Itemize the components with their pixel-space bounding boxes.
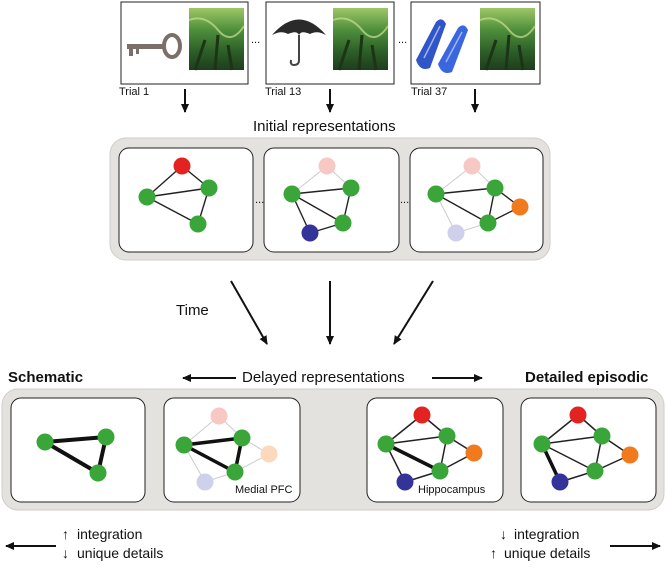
network-ellipsis-2: ... (400, 194, 410, 206)
network-node-green (438, 427, 456, 445)
network-edge (435, 187, 496, 195)
network-node-green (342, 179, 360, 197)
network-node-navy (551, 473, 569, 491)
network-node-pale-red (210, 407, 228, 425)
jungle-scene-image-37 (479, 8, 536, 71)
network-node-red (569, 406, 587, 424)
detailed-episodic-title: Detailed episodic (525, 369, 649, 386)
jungle-scene-image-13 (332, 8, 389, 71)
network-node-pale-red (318, 157, 336, 175)
network-edge (385, 435, 448, 445)
jungle-scene-image-1 (188, 8, 245, 71)
time-arrow-left (230, 280, 268, 345)
network-node-pale-orange (260, 445, 278, 463)
trial-13-label: Trial 13 (265, 86, 302, 98)
network-node-green (233, 429, 251, 447)
network-node-green (486, 179, 504, 197)
network-node-green (377, 435, 395, 453)
network-node-green (189, 215, 207, 233)
episodic-integration-arrow: ↓ (500, 526, 507, 542)
network-node-green (283, 185, 301, 203)
trial-card-1 (120, 1, 249, 85)
network-edge (146, 196, 199, 225)
network-node-green (533, 435, 551, 453)
network-node-green (479, 214, 497, 232)
network-node-red (173, 157, 191, 175)
trial-37-label: Trial 37 (411, 86, 448, 98)
network-edge (541, 435, 603, 445)
network-node-navy (396, 473, 414, 491)
network-node-green (427, 185, 445, 203)
initial-network-card-1 (118, 147, 254, 253)
umbrella-icon (272, 19, 326, 67)
trial-card-13 (265, 1, 395, 85)
schematic-title: Schematic (8, 369, 84, 386)
time-arrow-right (393, 280, 434, 345)
episodic-details-effect: unique details (504, 545, 591, 561)
schematic-network-card (10, 397, 146, 503)
network-node-pale-red (463, 157, 481, 175)
network-edge (44, 435, 107, 444)
schematic-details-effect: unique details (77, 545, 164, 561)
network-node-pale-navy (196, 473, 214, 491)
network-edge (291, 187, 352, 195)
network-node-orange (621, 446, 639, 464)
delayed-representations-title: Delayed representations (242, 369, 405, 386)
flippers-icon (416, 19, 468, 73)
initial-network-card-2 (263, 147, 400, 253)
network-node-orange (511, 198, 529, 216)
network-node-green (226, 463, 244, 481)
network-edge (435, 193, 489, 224)
mpfc-network-card (163, 397, 301, 503)
network-node-green (36, 433, 54, 451)
network-edge (183, 436, 243, 447)
network-edge (146, 187, 210, 198)
network-ellipsis-1: ... (255, 194, 265, 206)
network-edge (385, 442, 441, 473)
network-node-green (97, 428, 115, 446)
schematic-network (36, 428, 115, 482)
network-edge (291, 193, 344, 224)
hippocampus-network (377, 406, 483, 491)
initial-network-1 (138, 157, 218, 233)
time-label: Time (176, 302, 209, 319)
key-icon (127, 33, 182, 59)
initial-representations-title: Initial representations (253, 118, 396, 135)
network-node-green (586, 462, 604, 480)
episodic-integration-effect: integration (514, 526, 580, 542)
trial-1-label: Trial 1 (119, 86, 150, 98)
network-node-green (89, 464, 107, 482)
hippocampus-label: Hippocampus (418, 484, 486, 496)
mpfc-network (175, 407, 278, 491)
schematic-integration-arrow: ↑ (62, 526, 69, 542)
network-node-navy (301, 224, 319, 242)
initial-network-3 (427, 157, 529, 242)
network-edge (43, 440, 100, 475)
network-node-green (334, 214, 352, 232)
network-node-pale-navy (447, 224, 465, 242)
network-edge (541, 443, 596, 472)
trial-ellipsis-1: ... (251, 34, 261, 46)
network-node-orange (465, 444, 483, 462)
network-node-green (593, 427, 611, 445)
network-node-green (200, 179, 218, 197)
initial-network-card-3 (409, 147, 544, 253)
network-edge (183, 443, 236, 474)
network-graphs (36, 157, 639, 491)
trial-card-37 (410, 1, 541, 85)
network-node-red (413, 406, 431, 424)
schematic-integration-effect: integration (77, 526, 143, 542)
trial-ellipsis-2: ... (398, 34, 408, 46)
network-node-green (175, 436, 193, 454)
initial-network-2 (283, 157, 360, 242)
episodic-details-arrow: ↑ (490, 545, 497, 561)
network-node-green (138, 188, 156, 206)
network-node-green (431, 462, 449, 480)
medial-pfc-label: Medial PFC (235, 484, 293, 496)
episodic-network (533, 406, 639, 491)
schematic-details-arrow: ↓ (62, 545, 69, 561)
